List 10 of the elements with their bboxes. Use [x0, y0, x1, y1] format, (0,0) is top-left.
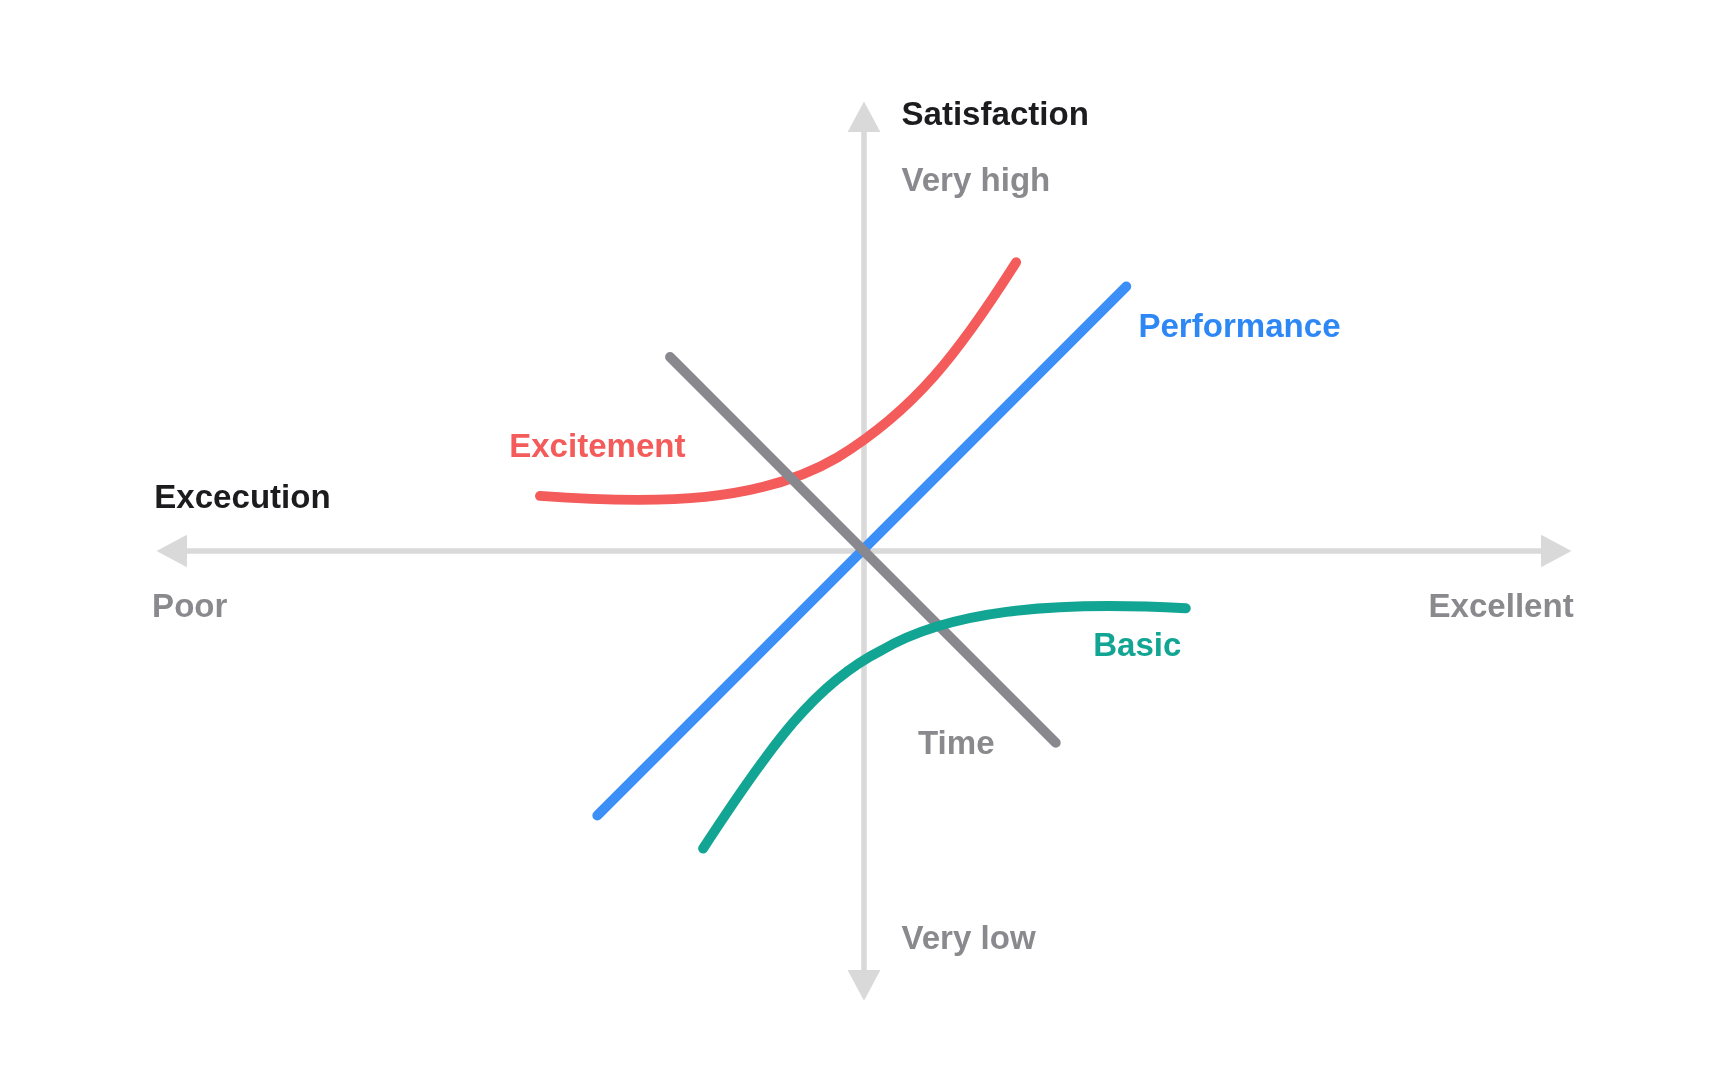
axis-label: Excellent [1428, 586, 1574, 626]
axis-title: Satisfaction [901, 93, 1089, 134]
axis-title: Excecution [154, 477, 331, 517]
axis-label: Poor [152, 586, 228, 626]
curve-label: Performance [1138, 306, 1341, 346]
curve-label: Basic [1093, 624, 1182, 665]
curve-label: Excitement [509, 426, 686, 466]
axis-label: Very high [901, 159, 1051, 200]
curve-label: Time [918, 723, 995, 763]
axis-label: Very low [901, 918, 1036, 958]
